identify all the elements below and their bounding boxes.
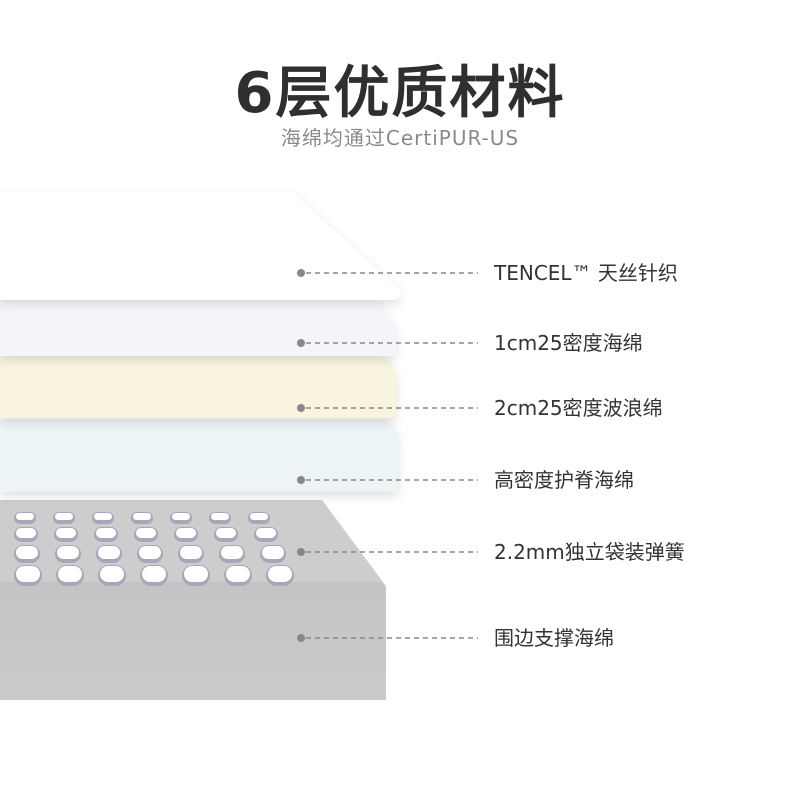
spring-coil [96, 528, 116, 538]
leader-dot-wave-foam [297, 404, 305, 412]
spring-coil [57, 546, 79, 559]
page-title: 6层优质材料 [234, 61, 566, 126]
edge-foam-side [0, 582, 386, 700]
spring-coil [176, 528, 196, 538]
leader-dot-pocket-springs [297, 548, 305, 556]
leader-dot-tencel [297, 269, 305, 277]
spring-coil [133, 513, 151, 520]
spring-coil [16, 513, 34, 520]
spring-coil [180, 546, 202, 559]
spring-coil [250, 513, 268, 520]
spring-coil [142, 566, 166, 582]
pocket-springs-layer [14, 512, 294, 586]
layer-label-tencel: TENCEL™ 天丝针织 [494, 261, 678, 285]
spring-coil [226, 566, 250, 582]
spring-coil [16, 528, 36, 538]
spring-coil [256, 528, 276, 538]
wave-foam-layer [0, 356, 396, 418]
spring-coil [139, 546, 161, 559]
page-subtitle: 海绵均通过CertiPUR-US [280, 126, 520, 150]
layer-label-spine-foam: 高密度护脊海绵 [494, 468, 634, 492]
layer-label-edge-foam: 围边支撑海绵 [494, 626, 614, 650]
spring-coil [55, 513, 73, 520]
layer-label-pocket-springs: 2.2mm独立袋装弹簧 [494, 540, 685, 564]
spine-foam-layer [0, 420, 398, 492]
spring-coil [262, 546, 284, 559]
layer-label-foam-1cm: 1cm25密度海绵 [494, 331, 643, 355]
spring-coil [136, 528, 156, 538]
spring-coil [98, 546, 120, 559]
spring-coil [100, 566, 124, 582]
tencel-layer [0, 192, 401, 300]
spring-coil [211, 513, 229, 520]
spring-coil [16, 546, 38, 559]
spring-coil [221, 546, 243, 559]
spring-coil [94, 513, 112, 520]
spring-coil [172, 513, 190, 520]
spring-coil [184, 566, 208, 582]
spring-coil [58, 566, 82, 582]
spring-coil [216, 528, 236, 538]
foam-1cm-layer [0, 300, 396, 356]
leader-dot-edge-foam [297, 634, 305, 642]
leader-dot-foam-1cm [297, 339, 305, 347]
spring-coil [56, 528, 76, 538]
leader-dot-spine-foam [297, 476, 305, 484]
layer-label-wave-foam: 2cm25密度波浪绵 [494, 396, 663, 420]
spring-coil [16, 566, 40, 582]
spring-coil [268, 566, 292, 582]
